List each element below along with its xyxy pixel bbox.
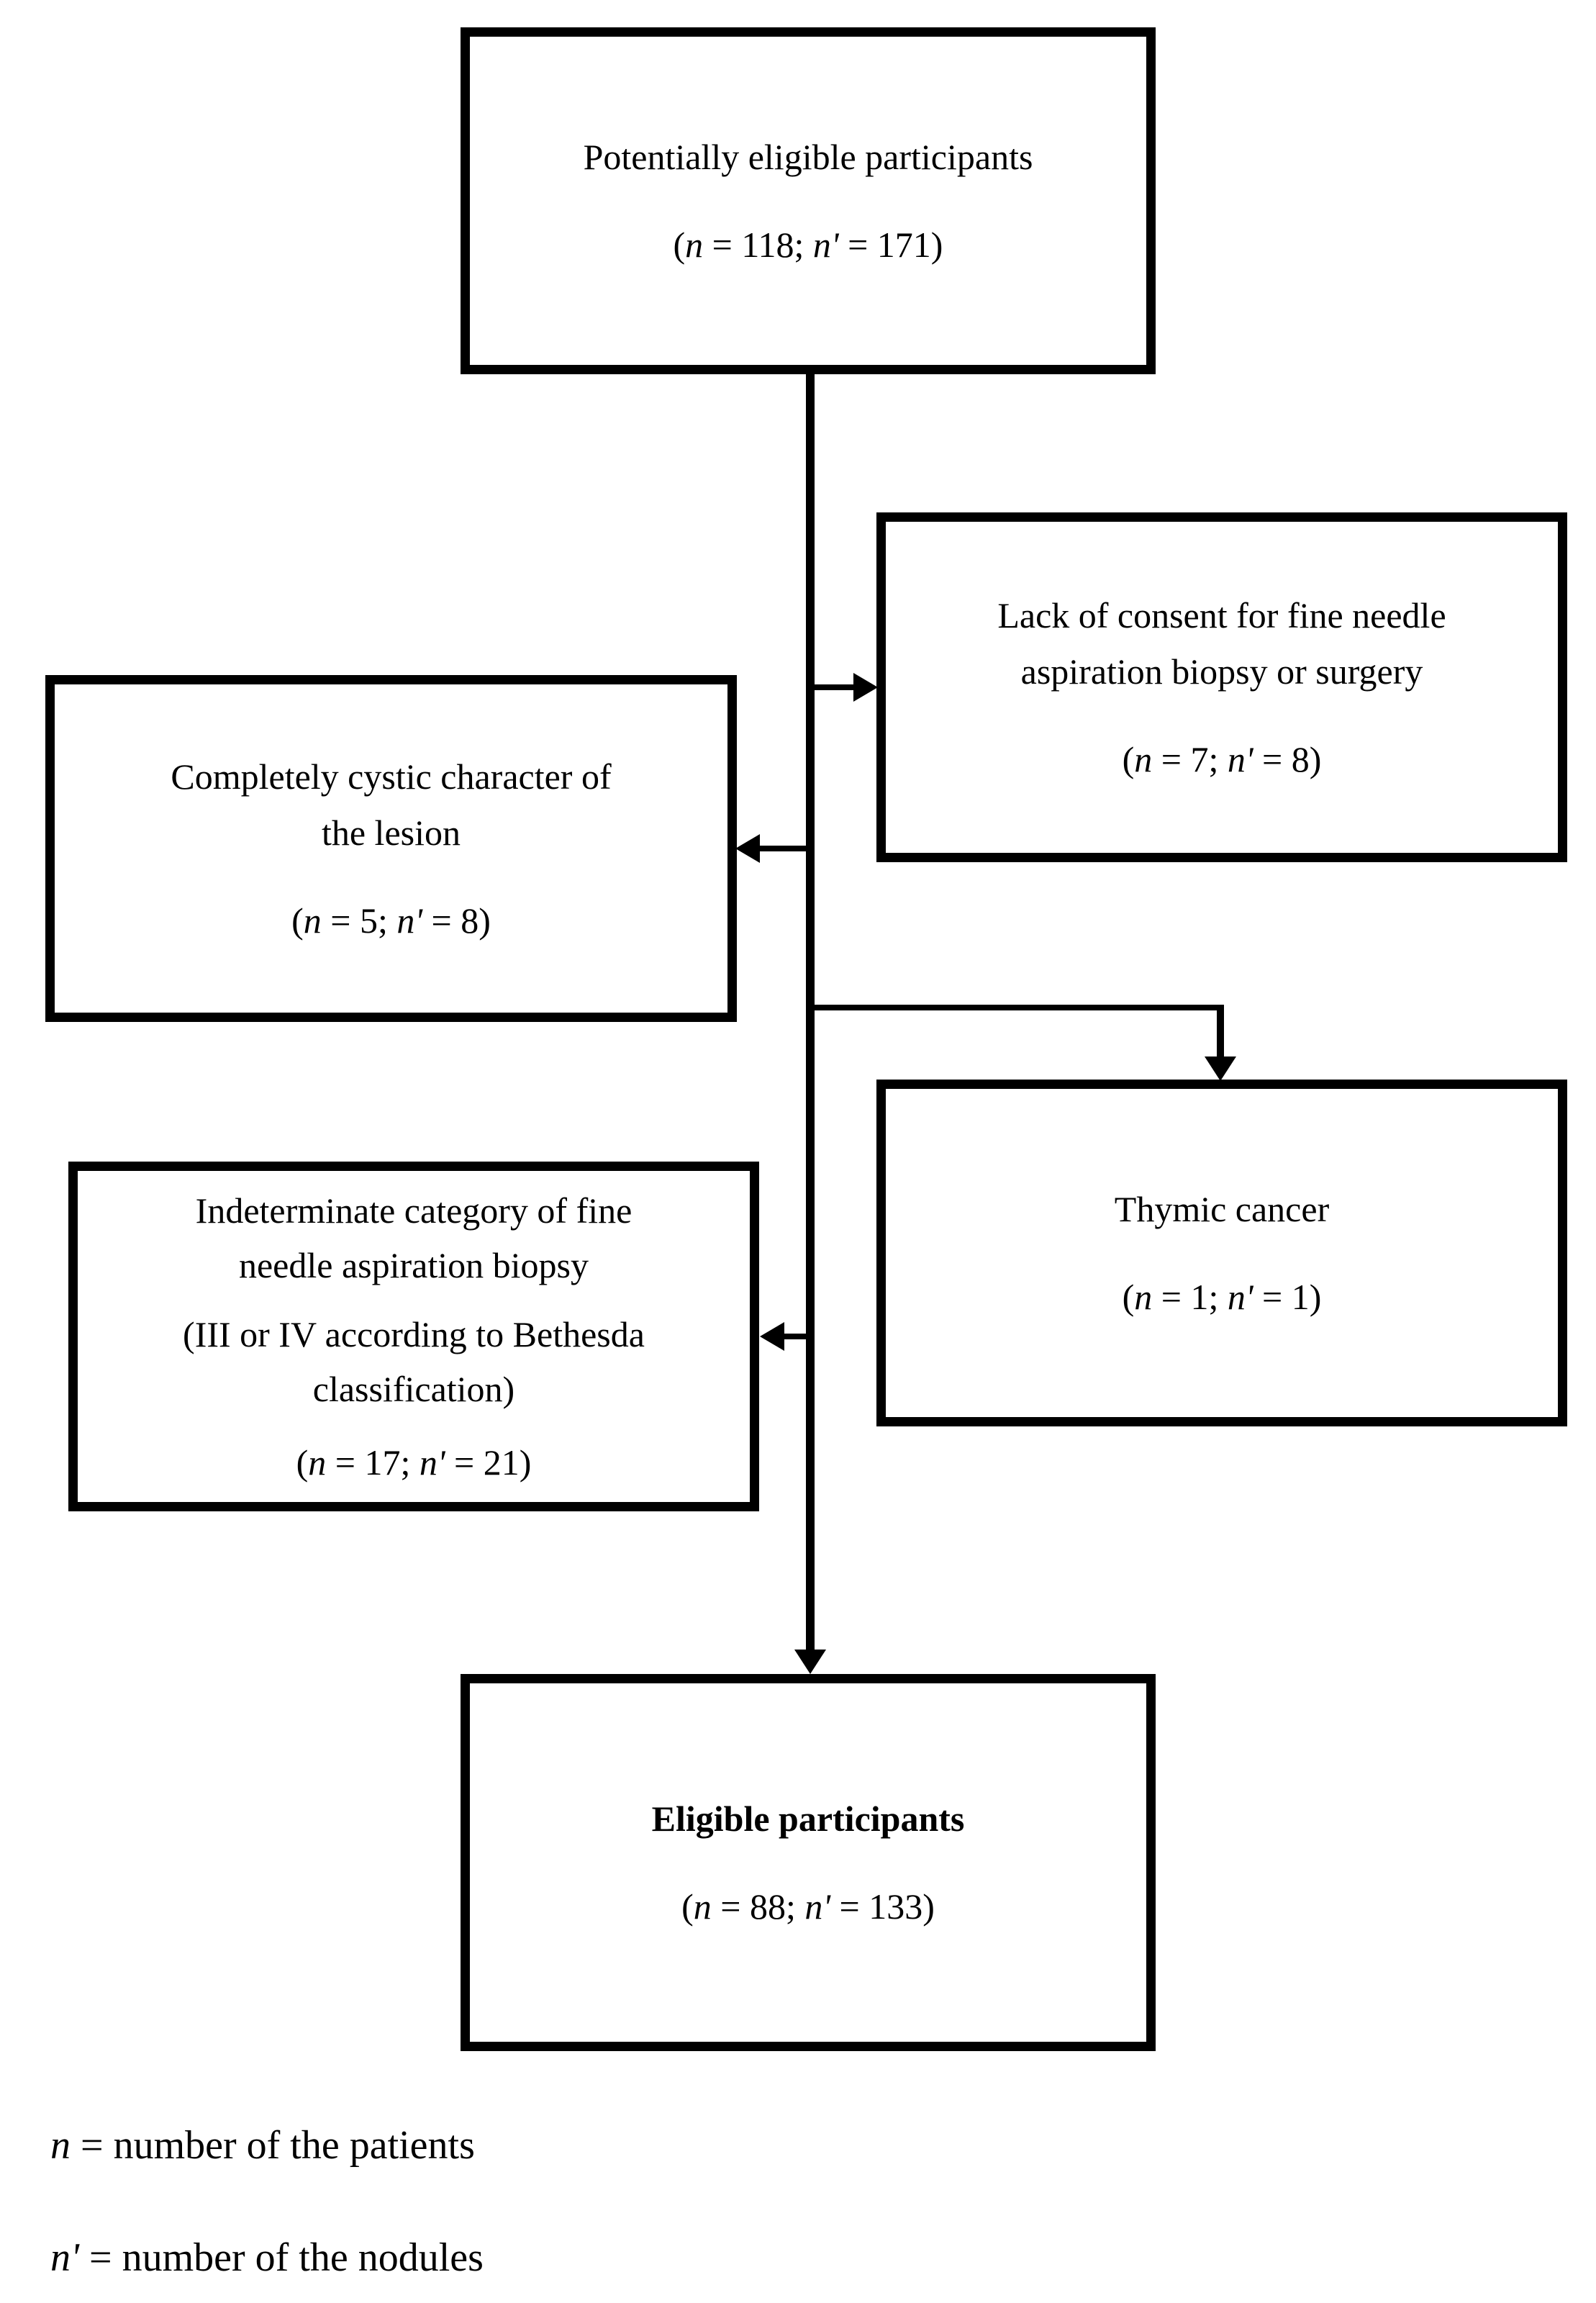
- connector-branch-to-completely-cystic: [760, 846, 810, 851]
- box-content: Completely cystic character of the lesio…: [55, 684, 727, 1013]
- box-title-line: the lesion: [321, 813, 461, 853]
- box-stat-line: (n = 17; n' = 21): [296, 1442, 532, 1483]
- box-content: Eligible participants (n = 88; n' = 133): [470, 1683, 1146, 2042]
- connector-trunk: [806, 374, 815, 1650]
- connector-branch-to-thymic-cancer-vertical: [1217, 1005, 1224, 1058]
- box-title-line: Lack of consent for fine needle: [997, 595, 1446, 635]
- box-title-line: Completely cystic character of: [171, 756, 612, 797]
- eligible-participants-box: Eligible participants (n = 88; n' = 133): [461, 1674, 1156, 2051]
- box-title: Completely cystic character of the lesio…: [171, 748, 611, 861]
- box-title-line: Thymic cancer: [1114, 1189, 1330, 1229]
- box-stat-line: (n = 7; n' = 8): [1122, 739, 1322, 779]
- box-content: Lack of consent for fine needle aspirati…: [886, 522, 1558, 853]
- arrowhead-left: [760, 1322, 784, 1351]
- legend-line-nodules: n' = number of the nodules: [50, 2235, 484, 2280]
- thymic-cancer-box: Thymic cancer (n = 1; n' = 1): [876, 1080, 1567, 1426]
- connector-branch-to-indeterminate: [784, 1334, 810, 1339]
- box-title-line: needle aspiration biopsy: [238, 1245, 589, 1285]
- box-stat-line: (n = 1; n' = 1): [1122, 1277, 1322, 1317]
- box-title-line: Eligible participants: [651, 1798, 965, 1839]
- indeterminate-fnab-box: Indeterminate category of fine needle as…: [68, 1162, 759, 1511]
- arrowhead-down: [794, 1650, 826, 1674]
- box-stat-line: (n = 88; n' = 133): [681, 1886, 935, 1927]
- box-title-line: aspiration biopsy or surgery: [1020, 651, 1423, 692]
- box-stat-line: (n = 5; n' = 8): [291, 900, 491, 941]
- box-title: Indeterminate category of fine needle as…: [196, 1183, 632, 1293]
- box-title-line: Potentially eligible participants: [583, 137, 1033, 177]
- connector-branch-to-thymic-cancer-horizontal: [813, 1005, 1223, 1010]
- completely-cystic-box: Completely cystic character of the lesio…: [45, 675, 737, 1022]
- box-content: Thymic cancer (n = 1; n' = 1): [886, 1089, 1558, 1417]
- lack-of-consent-box: Lack of consent for fine needle aspirati…: [876, 512, 1567, 862]
- box-subtitle-line: (III or IV according to Bethesda: [183, 1314, 645, 1354]
- legend-line-patients: n = number of the patients: [50, 2123, 475, 2168]
- box-title-line: Indeterminate category of fine: [195, 1190, 632, 1231]
- connector-branch-to-lack-of-consent: [813, 684, 855, 690]
- box-content: Indeterminate category of fine needle as…: [78, 1171, 750, 1502]
- arrowhead-right: [853, 673, 878, 702]
- arrowhead-down: [1205, 1057, 1236, 1081]
- potentially-eligible-box: Potentially eligible participants (n = 1…: [461, 27, 1156, 374]
- box-title: Lack of consent for fine needle aspirati…: [997, 587, 1446, 700]
- box-subtitle-line: classification): [312, 1369, 515, 1409]
- arrowhead-left: [735, 834, 760, 863]
- box-content: Potentially eligible participants (n = 1…: [470, 37, 1146, 365]
- box-subtitle: (III or IV according to Bethesda classif…: [183, 1307, 645, 1416]
- box-stat-line: (n = 118; n' = 171): [673, 225, 943, 265]
